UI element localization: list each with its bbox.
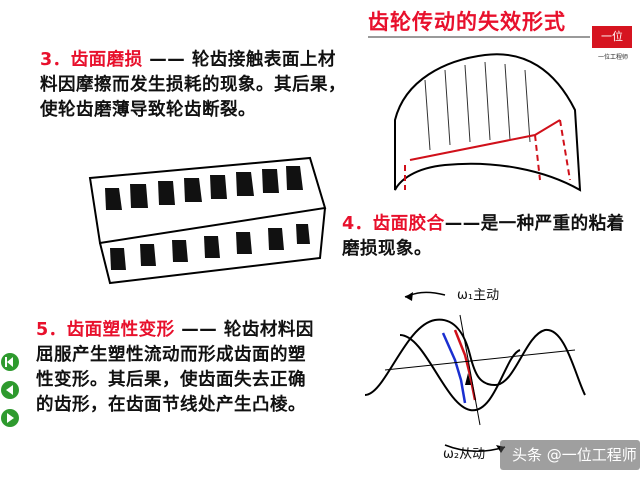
nav-first-button[interactable] [0, 352, 20, 372]
worn-gear-illustration [80, 148, 330, 288]
section-number: 5． [36, 320, 67, 340]
nav-previous-button[interactable] [0, 380, 20, 400]
section-plastic-deformation: 5．齿面塑性变形 —— 轮齿材料因屈服产生塑性流动而形成齿面的塑性变形。其后果，… [36, 318, 321, 418]
driven-label: ω₂从动 [443, 447, 485, 462]
watermark: 头条 @一位工程师 [512, 444, 637, 465]
section-scuffing: 4．齿面胶合——是一种严重的粘着磨损现象。 [342, 212, 632, 262]
section-number: 4． [342, 214, 373, 234]
driver-label: ω₁主动 [457, 288, 499, 303]
section-wear: 3．齿面磨损 —— 轮齿接触表面上材料因摩擦而发生损耗的现象。其后果，使轮齿磨薄… [40, 48, 350, 123]
logo-caption: 一位工程师 [590, 52, 636, 61]
plastic-deformation-illustration: ω₁主动 ω₂从动 [345, 275, 595, 465]
section-heading: 齿面塑性变形 [67, 320, 175, 340]
section-heading: 齿面磨损 [71, 50, 143, 70]
section-number: 3． [40, 50, 71, 70]
page-title: 齿轮传动的失效形式 [368, 6, 566, 36]
logo: 一位 [592, 26, 632, 48]
title-underline [368, 36, 590, 38]
section-heading: 齿面胶合 [373, 214, 445, 234]
scuffed-gear-illustration [375, 40, 585, 210]
nav-next-button[interactable] [0, 408, 20, 428]
